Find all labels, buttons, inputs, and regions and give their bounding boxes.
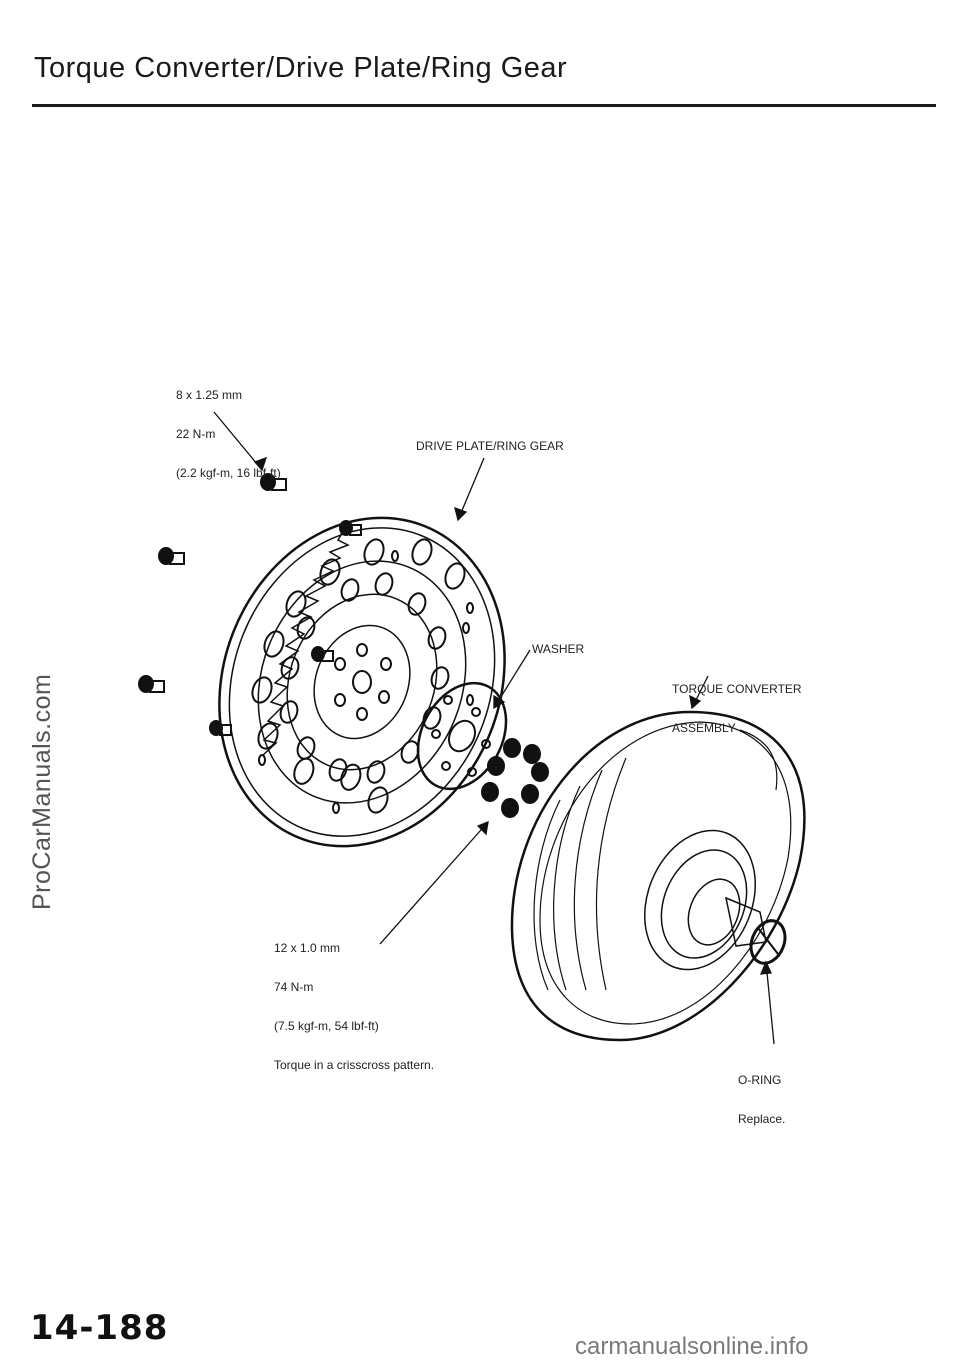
bolt-large-spec: 12 x 1.0 mm 74 N-m (7.5 kgf-m, 54 lbf-ft… xyxy=(274,916,434,1085)
bolt-small-icon xyxy=(138,675,165,693)
bolt-large-size: 12 x 1.0 mm xyxy=(274,941,341,955)
torque-converter-line-2: ASSEMBLY xyxy=(672,721,736,735)
title-rule xyxy=(32,104,936,107)
page-title: Torque Converter/Drive Plate/Ring Gear xyxy=(34,52,568,84)
bolt-small-size: 8 x 1.25 mm xyxy=(176,388,243,402)
page-number: 14-188 xyxy=(30,1308,169,1348)
bolt-large-torque-nm: 74 N-m xyxy=(274,980,314,994)
torque-converter-assembly xyxy=(510,710,806,1042)
ring-gear-teeth xyxy=(261,527,350,757)
drive-plate xyxy=(218,516,506,848)
washer-label: WASHER xyxy=(532,642,585,656)
bolt-large-pattern-note: Torque in a crisscross pattern. xyxy=(274,1058,435,1072)
bolt-small-icon xyxy=(209,720,232,736)
bolt-small-spec: 8 x 1.25 mm 22 N-m (2.2 kgf-m, 16 lbf-ft… xyxy=(176,363,281,493)
torque-converter-label: TORQUE CONVERTER ASSEMBLY xyxy=(672,657,802,748)
torque-converter-line-1: TORQUE CONVERTER xyxy=(672,682,802,696)
o-ring-label: O-RING Replace. xyxy=(738,1048,785,1139)
bolt-large-icon xyxy=(481,738,549,818)
drive-plate-label: DRIVE PLATE/RING GEAR xyxy=(416,439,564,453)
watermark-left: ProCarManuals.com xyxy=(28,673,56,910)
bolt-small-icon xyxy=(339,520,362,536)
bolt-small-torque-alt: (2.2 kgf-m, 16 lbf-ft) xyxy=(176,466,281,480)
leader-lines xyxy=(213,411,775,1045)
o-ring-note: Replace. xyxy=(738,1112,786,1126)
washer xyxy=(416,681,508,791)
bolt-small-icon xyxy=(158,547,185,565)
o-ring-name: O-RING xyxy=(738,1073,782,1087)
watermark-bottom: carmanualsonline.info xyxy=(575,1333,809,1360)
bolt-small-icon xyxy=(311,646,334,662)
bolt-small-torque-nm: 22 N-m xyxy=(176,427,216,441)
o-ring xyxy=(749,919,787,965)
bolt-small-icon xyxy=(260,473,287,491)
bolt-large-torque-alt: (7.5 kgf-m, 54 lbf-ft) xyxy=(274,1019,379,1033)
